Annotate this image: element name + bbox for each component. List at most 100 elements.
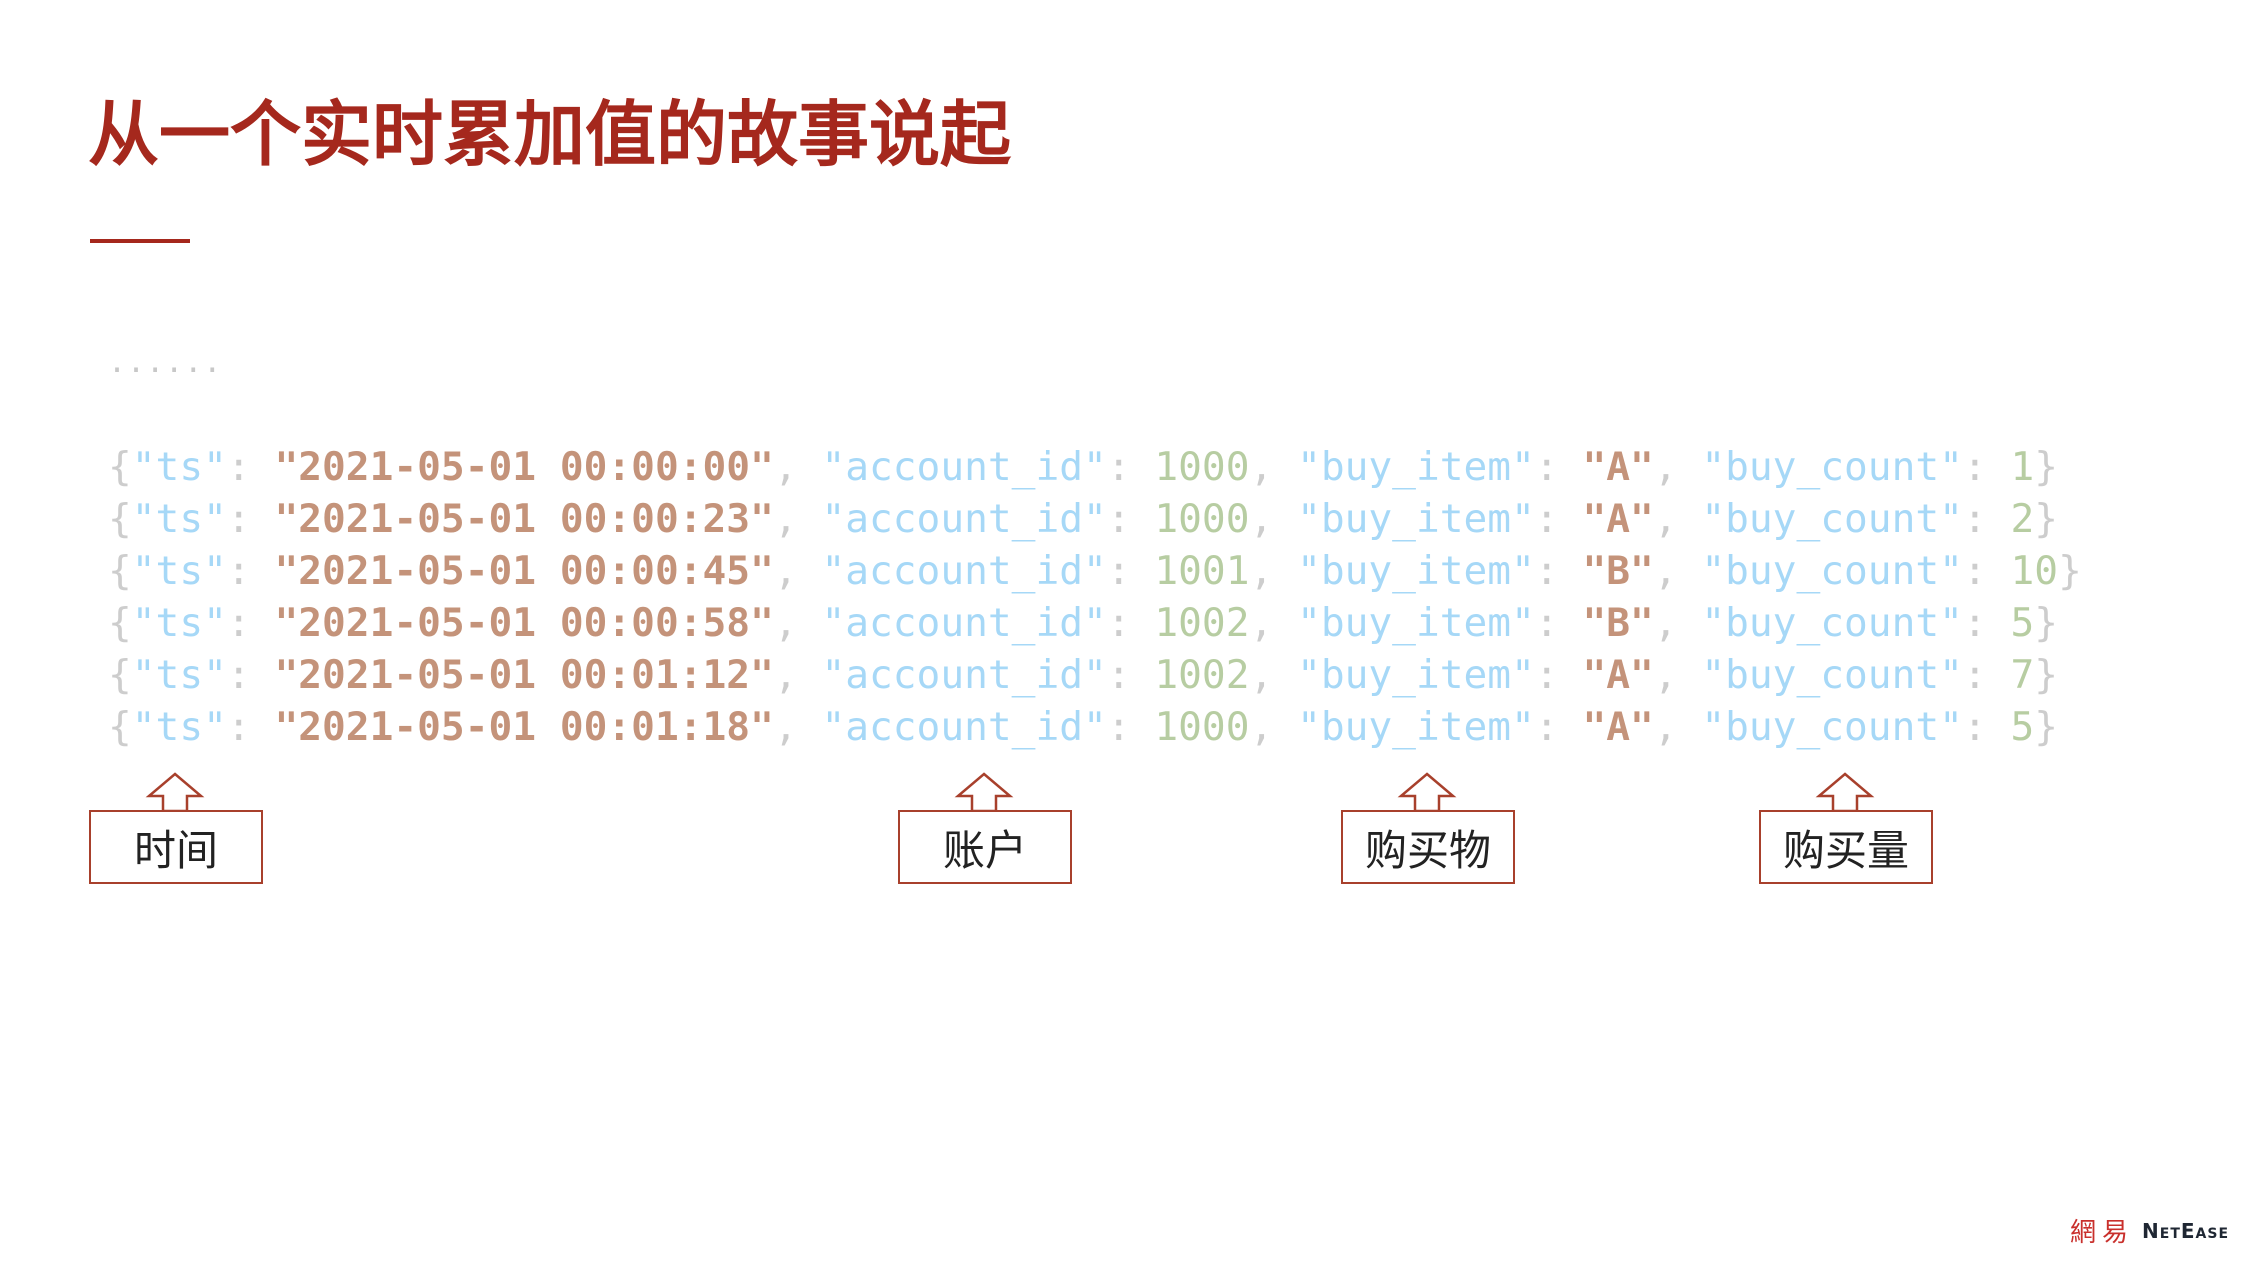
label-account: 账户 <box>898 810 1072 884</box>
punctuation: : <box>1106 548 1155 594</box>
arrow-up-icon <box>1815 772 1875 812</box>
json-number: 1000 <box>1154 496 1250 542</box>
punctuation: } <box>2034 444 2059 490</box>
punctuation: } <box>2034 600 2059 646</box>
json-record-line: {"ts": "2021-05-01 00:00:45", "account_i… <box>108 545 2082 597</box>
punctuation: : <box>1534 496 1583 542</box>
json-record-line: {"ts": "2021-05-01 00:00:00", "account_i… <box>108 441 2082 493</box>
punctuation: : <box>1962 444 2011 490</box>
logo-cn: 網易 <box>2070 1218 2135 1248</box>
json-number: 7 <box>2010 652 2035 698</box>
json-key: "buy_count" <box>1701 652 1963 698</box>
json-string: "B" <box>1582 548 1654 594</box>
json-record-line: {"ts": "2021-05-01 00:01:12", "account_i… <box>108 649 2082 701</box>
punctuation: : <box>1534 444 1583 490</box>
json-number: 1000 <box>1154 704 1250 750</box>
json-number: 1002 <box>1154 652 1250 698</box>
punctuation: : <box>1534 704 1583 750</box>
json-key: "ts" <box>131 652 227 698</box>
json-key: "buy_item" <box>1297 548 1535 594</box>
punctuation: , <box>1249 444 1298 490</box>
json-key: "ts" <box>131 704 227 750</box>
json-record-line: {"ts": "2021-05-01 00:00:58", "account_i… <box>108 597 2082 649</box>
punctuation: { <box>108 496 132 542</box>
punctuation: { <box>108 600 132 646</box>
json-key: "buy_item" <box>1297 652 1535 698</box>
punctuation: : <box>1106 444 1155 490</box>
punctuation: , <box>773 600 822 646</box>
json-number: 1001 <box>1154 548 1250 594</box>
json-string: "2021-05-01 00:00:23" <box>274 496 774 542</box>
punctuation: : <box>226 652 275 698</box>
json-key: "buy_item" <box>1297 496 1535 542</box>
punctuation: : <box>226 444 275 490</box>
json-key: "buy_count" <box>1701 548 1963 594</box>
json-record-line: {"ts": "2021-05-01 00:00:23", "account_i… <box>108 493 2082 545</box>
json-records: {"ts": "2021-05-01 00:00:00", "account_i… <box>108 441 2082 753</box>
ellipsis: ...... <box>108 345 223 380</box>
netease-logo: 網易 NetEase <box>2070 1212 2229 1249</box>
json-number: 10 <box>2010 548 2059 594</box>
json-number: 1 <box>2010 444 2035 490</box>
punctuation: { <box>108 548 132 594</box>
punctuation: , <box>1653 444 1702 490</box>
punctuation: , <box>773 704 822 750</box>
json-string: "A" <box>1582 444 1654 490</box>
punctuation: , <box>1653 704 1702 750</box>
json-number: 5 <box>2010 704 2035 750</box>
json-key: "ts" <box>131 496 227 542</box>
json-string: "2021-05-01 00:00:58" <box>274 600 774 646</box>
json-key: "buy_count" <box>1701 444 1963 490</box>
json-number: 5 <box>2010 600 2035 646</box>
punctuation: , <box>1653 652 1702 698</box>
arrow-up-icon <box>954 772 1014 812</box>
json-string: "A" <box>1582 496 1654 542</box>
punctuation: : <box>1962 600 2011 646</box>
arrow-up-icon <box>1397 772 1457 812</box>
punctuation: : <box>1106 496 1155 542</box>
punctuation: : <box>1534 548 1583 594</box>
punctuation: , <box>1653 496 1702 542</box>
json-key: "buy_count" <box>1701 496 1963 542</box>
punctuation: : <box>1106 652 1155 698</box>
logo-en: NetEase <box>2142 1218 2230 1243</box>
punctuation: , <box>773 652 822 698</box>
json-record-line: {"ts": "2021-05-01 00:01:18", "account_i… <box>108 701 2082 753</box>
punctuation: : <box>1106 704 1155 750</box>
punctuation: : <box>1534 600 1583 646</box>
punctuation: , <box>1249 496 1298 542</box>
punctuation: : <box>1962 548 2011 594</box>
json-number: 2 <box>2010 496 2035 542</box>
punctuation: : <box>226 548 275 594</box>
json-key: "ts" <box>131 444 227 490</box>
json-key: "ts" <box>131 548 227 594</box>
title-underline <box>90 239 190 243</box>
json-key: "account_id" <box>821 704 1107 750</box>
json-key: "buy_count" <box>1701 704 1963 750</box>
json-number: 1000 <box>1154 444 1250 490</box>
json-key: "buy_item" <box>1297 600 1535 646</box>
punctuation: : <box>1106 600 1155 646</box>
json-string: "A" <box>1582 652 1654 698</box>
punctuation: , <box>773 548 822 594</box>
punctuation: , <box>1249 548 1298 594</box>
punctuation: , <box>1249 600 1298 646</box>
slide-title: 从一个实时累加值的故事说起 <box>88 93 1012 176</box>
punctuation: : <box>1962 496 2011 542</box>
json-string: "2021-05-01 00:00:00" <box>274 444 774 490</box>
json-string: "B" <box>1582 600 1654 646</box>
json-key: "buy_count" <box>1701 600 1963 646</box>
json-key: "buy_item" <box>1297 704 1535 750</box>
json-key: "account_id" <box>821 444 1107 490</box>
punctuation: : <box>226 600 275 646</box>
punctuation: } <box>2034 496 2059 542</box>
punctuation: , <box>1249 704 1298 750</box>
punctuation: : <box>1534 652 1583 698</box>
punctuation: } <box>2034 704 2059 750</box>
json-key: "buy_item" <box>1297 444 1535 490</box>
json-string: "2021-05-01 00:01:18" <box>274 704 774 750</box>
arrow-up-icon <box>145 772 205 812</box>
punctuation: , <box>1249 652 1298 698</box>
punctuation: { <box>108 704 132 750</box>
punctuation: , <box>1653 600 1702 646</box>
